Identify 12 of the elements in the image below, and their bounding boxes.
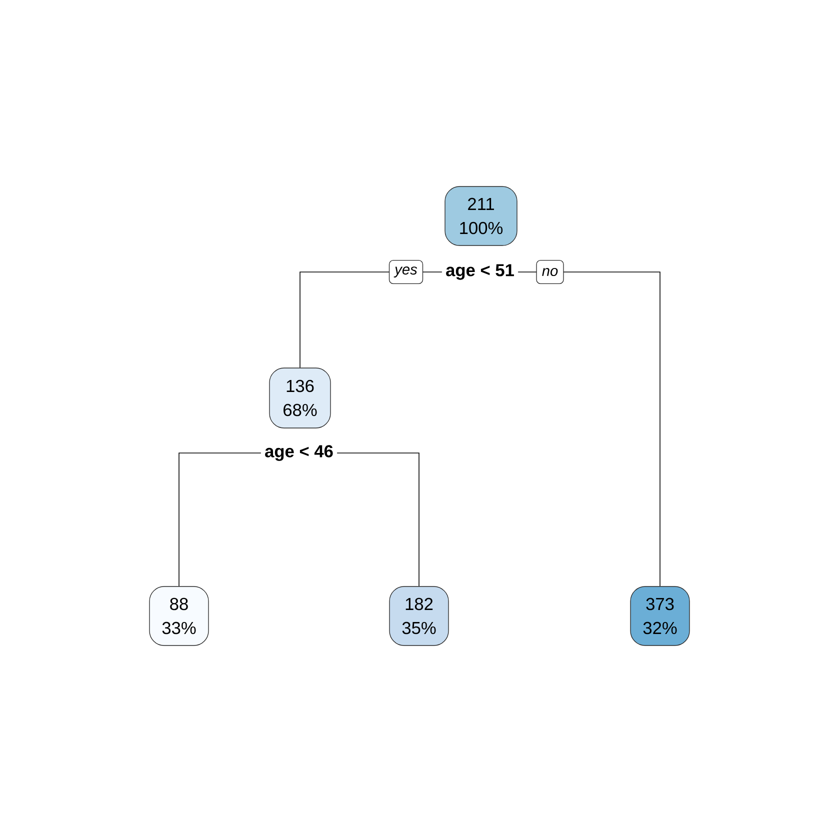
node-box: 211 100% [444, 186, 518, 246]
edge-label: yes [388, 260, 424, 284]
node-box: 88 33% [149, 586, 209, 646]
connector-line [336, 452, 420, 587]
edge-label: no [536, 260, 564, 284]
node-box: 373 32% [630, 586, 690, 646]
connector-line [178, 452, 262, 587]
connector-line [518, 272, 660, 587]
node-box: 136 68% [269, 368, 331, 428]
node-box: 182 35% [389, 586, 449, 646]
split-label: age < 51 [446, 264, 514, 280]
split-label: age < 46 [265, 445, 333, 461]
